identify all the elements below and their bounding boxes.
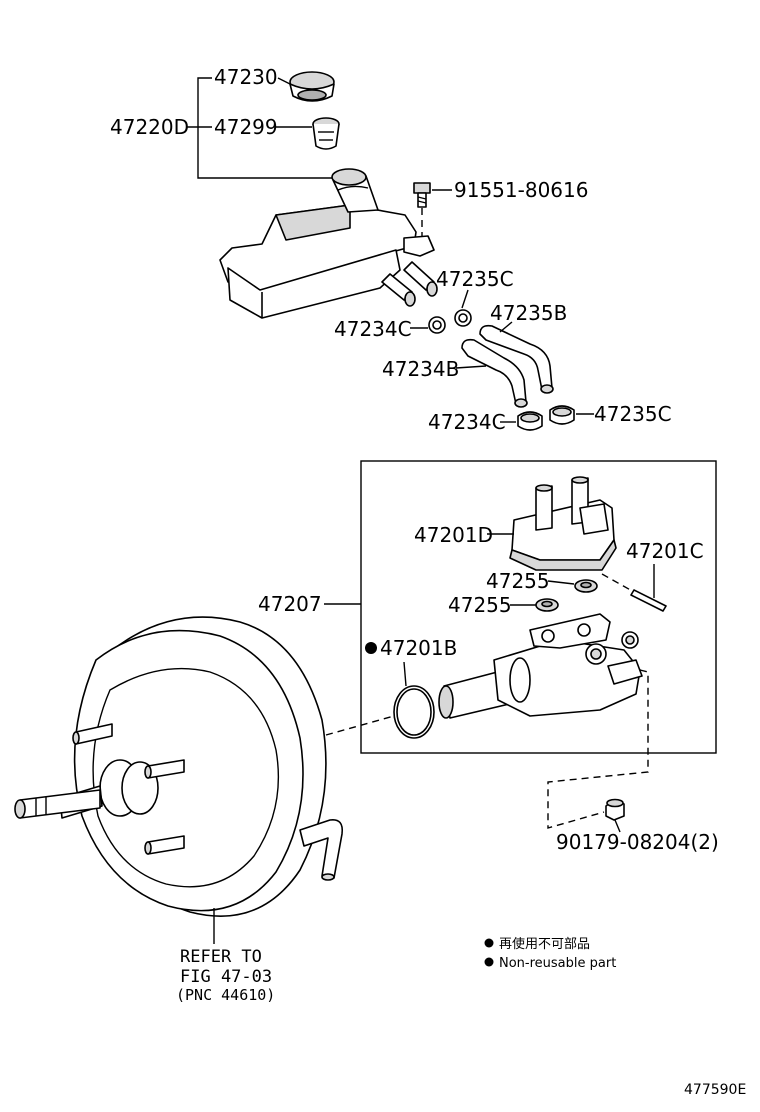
reservoir-hose-47235B[interactable] [479,324,554,394]
label-47234B: 47234B [382,357,459,381]
legend-dot-jp [484,938,494,948]
label-90179-08204: 90179-08204(2) [556,830,719,854]
refer-line-1: REFER TO [180,947,262,967]
reservoir-strainer-part[interactable] [312,117,340,150]
master-cylinder-part[interactable] [438,613,643,719]
hose-clamp-part[interactable] [517,411,543,431]
legend-dot-en [484,957,494,967]
label-47234C-a: 47234C [334,317,412,341]
pin-guide-line [601,573,635,593]
reservoir-bracket-line [197,77,335,179]
leader-47234B [455,365,487,369]
o-ring-part[interactable] [393,685,435,739]
leader-47255-a [547,580,575,585]
leader-47235B [499,321,513,333]
label-47207: 47207 [258,592,322,616]
legend-text-jp: 再使用不可部品 [499,936,590,952]
label-47235C-b: 47235C [594,402,672,426]
flange-nut-part[interactable] [605,798,625,821]
reservoir-cap-part[interactable] [289,71,335,102]
grommet-part[interactable] [535,598,559,612]
leader-47230 [277,77,291,85]
master-cylinder-box [360,460,717,754]
assembly-line-booster [325,715,395,736]
label-91551-80616: 91551-80616 [454,178,588,202]
grommet-part[interactable] [574,579,598,593]
label-47255-b: 47255 [448,593,512,617]
label-47201D: 47201D [414,523,493,547]
label-47201C: 47201C [626,539,704,563]
refer-line-3: (PNC 44610) [176,986,275,1004]
label-47234C-b: 47234C [428,410,506,434]
illustration-id: 477590E [684,1082,746,1098]
leader-47201B [403,661,407,687]
refer-line-2: FIG 47-03 [180,967,272,987]
label-47220D: 47220D [110,115,189,139]
legend-text-en: Non-reusable part [499,956,616,971]
label-47235B: 47235B [490,301,567,325]
reservoir-tank-part[interactable] [219,168,438,319]
reservoir-bolt-part[interactable] [413,182,431,236]
label-47235C-a: 47235C [436,267,514,291]
retaining-pin-part[interactable] [630,589,667,612]
leader-47235C-a [461,289,469,309]
label-47201B: 47201B [380,636,457,660]
assembly-line-nut [547,669,649,829]
brake-booster-part[interactable] [14,616,344,917]
hose-clamp-part[interactable] [428,316,446,334]
hose-clamp-part[interactable] [454,309,472,327]
reservoir-base-part[interactable] [509,476,617,571]
reservoir-hose-47234B[interactable] [461,338,528,408]
label-47299: 47299 [214,115,278,139]
non-reusable-mark-47201B [365,642,377,654]
leader-90179 [614,819,621,833]
label-47255-a: 47255 [486,569,550,593]
label-47230: 47230 [214,65,278,89]
hose-clamp-part[interactable] [549,405,575,425]
